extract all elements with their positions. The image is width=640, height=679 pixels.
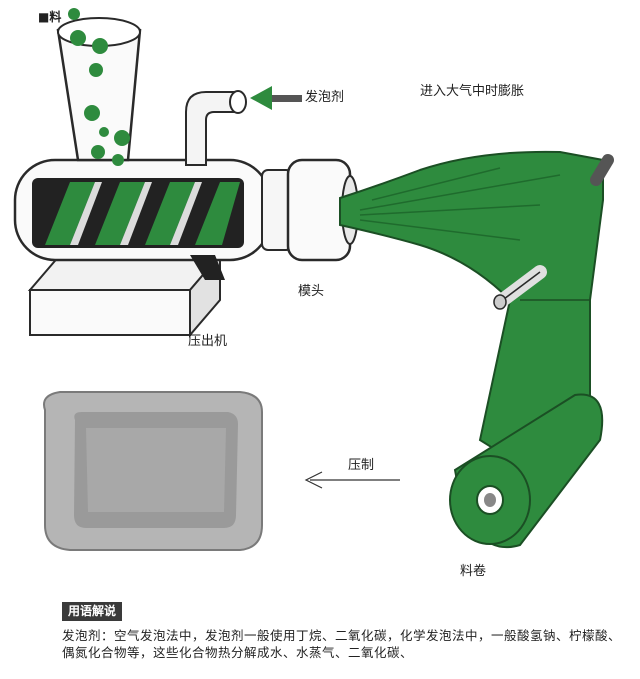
extruder-label: 压出机 (188, 334, 228, 349)
extruder-base (27, 252, 223, 338)
hopper (56, 8, 142, 166)
material-roll (449, 393, 604, 549)
die-head-label: 模头 (298, 284, 325, 299)
press-label: 压制 (348, 458, 375, 473)
guide-roller-top (590, 154, 614, 186)
guide-roller-mid (493, 265, 547, 310)
caption-box: 用语解说 发泡剂：空气发泡法中，发泡剂一般使用丁烷、二氧化碳，化学发泡法中，一般… (62, 602, 622, 661)
foam-extrusion-diagram (13, 8, 614, 551)
air-expand-label: 进入大气中时膨胀 (420, 84, 525, 99)
agent-arrow (250, 86, 302, 110)
material-roll-label: 料卷 (460, 564, 487, 579)
foam-sheet (339, 150, 604, 492)
caption-text: 发泡剂：空气发泡法中，发泡剂一般使用丁烷、二氧化碳，化学发泡法中，一般酸氢钠、柠… (62, 628, 622, 660)
press-arrow (304, 471, 400, 489)
extruder-barrel (13, 158, 272, 280)
foaming-agent-label: 发泡剂 (305, 90, 345, 105)
foam-tray (43, 391, 263, 551)
foaming-agent-pipe (185, 90, 247, 166)
caption-title: 用语解说 (62, 602, 123, 621)
top-label: ■料 (38, 10, 62, 24)
